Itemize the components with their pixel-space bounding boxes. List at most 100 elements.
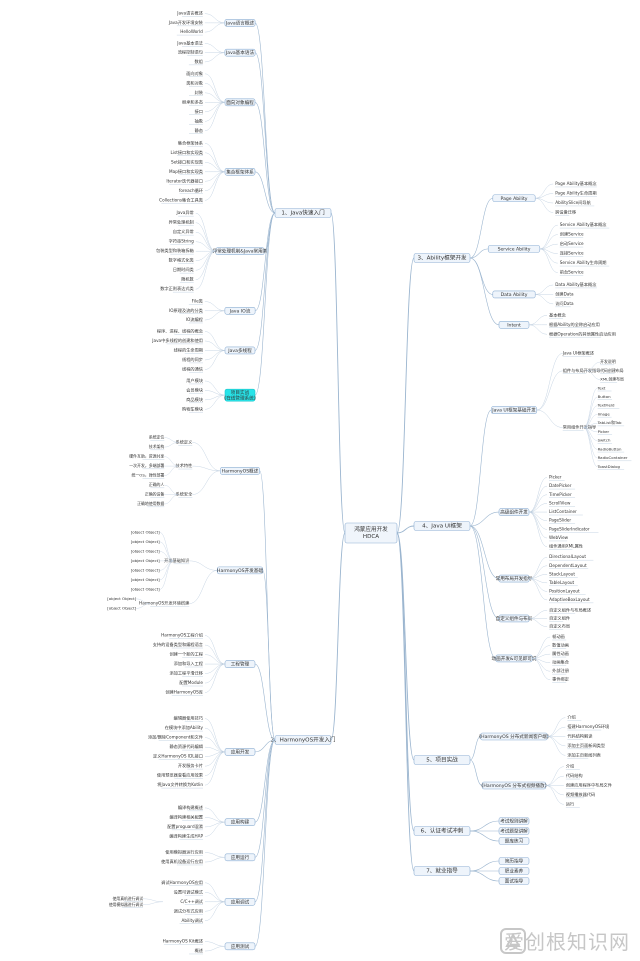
connector-line xyxy=(545,766,564,786)
connector-line xyxy=(159,560,174,581)
topic-node: 简历指导 xyxy=(505,858,524,865)
connector-line xyxy=(142,898,164,902)
leaf-label: Picker xyxy=(598,429,610,434)
topic-node: 面试指导 xyxy=(505,878,524,885)
root-node: HDCA xyxy=(363,534,379,540)
connector-line xyxy=(204,751,226,776)
connector-line xyxy=(396,257,415,534)
connector-line xyxy=(164,465,179,476)
connector-line xyxy=(159,532,174,562)
connector-line xyxy=(204,102,226,132)
connector-line xyxy=(529,557,548,579)
connector-line xyxy=(396,532,415,761)
connector-line xyxy=(204,852,226,858)
leaf-label: 数字格式化类 xyxy=(169,257,195,264)
leaf-label: 前台Service xyxy=(560,269,584,276)
leaf-label: 静态资源代码编辑 xyxy=(169,743,203,750)
connector-line xyxy=(583,422,598,428)
connector-line xyxy=(262,570,276,741)
leaf-label: RadioContainer xyxy=(598,455,628,460)
connector-line xyxy=(539,224,558,250)
leaf-label: [object Object] xyxy=(131,558,160,563)
leaf-label: StackLayout xyxy=(549,571,575,576)
topic-node-box xyxy=(498,817,530,825)
leaf-label: 编辑器使用技巧 xyxy=(174,715,203,722)
leaf-label: 配置Module xyxy=(179,680,203,686)
connector-line xyxy=(583,427,598,467)
connector-line xyxy=(536,409,563,428)
connector-line xyxy=(204,821,226,837)
leaf-label: HarmonyOS工程介绍 xyxy=(161,632,203,639)
leaf-label: 统一OS，弹性部署 xyxy=(132,473,165,478)
leaf-label: 使用预览器查看应用效果 xyxy=(157,772,204,779)
connector-line xyxy=(547,736,566,756)
connector-line xyxy=(532,645,551,659)
connector-line xyxy=(204,718,226,753)
connector-line xyxy=(532,636,551,659)
topic-node: 《HarmonyOS 分布式新闻客户端》 xyxy=(477,733,552,740)
connector-line xyxy=(142,901,164,905)
connector-line xyxy=(204,102,226,113)
connector-line xyxy=(545,785,564,805)
connector-line xyxy=(204,340,226,351)
leaf-label: 日期时间类 xyxy=(173,266,195,273)
leaf-label: PageSlider xyxy=(549,518,571,523)
connector-line xyxy=(204,43,225,53)
connector-line xyxy=(254,212,276,396)
connector-line xyxy=(528,315,548,326)
connector-line xyxy=(396,532,415,872)
branch-3: 3、Ability框架开发 xyxy=(417,254,466,262)
connector-line xyxy=(535,183,554,199)
topic-node: Java IO流 xyxy=(229,307,251,314)
leaf-label: C/C++调试 xyxy=(180,898,203,905)
connector-line xyxy=(204,644,226,665)
connector-line xyxy=(469,525,499,619)
leaf-label: 开发服务卡片 xyxy=(178,762,203,769)
connector-line xyxy=(204,102,226,122)
connector-line xyxy=(254,739,276,903)
leaf-label: 外部注册 xyxy=(552,667,569,674)
leaf-label: 硬件互助，资源共享 xyxy=(129,454,164,459)
leaf-label: 基本概念 xyxy=(549,311,567,318)
connector-line xyxy=(204,746,226,753)
leaf-label: [object Object] xyxy=(131,567,160,572)
topic-node: 《在线管理系统》 xyxy=(222,394,259,401)
leaf-label: 根据Ability的全称启动应用 xyxy=(549,321,600,328)
leaf-label: 技术架构 xyxy=(149,444,165,449)
topic-node: Java基本语法 xyxy=(225,49,254,56)
connector-line xyxy=(532,653,551,659)
leaf-label: 动画集合 xyxy=(552,659,570,666)
connector-line xyxy=(204,152,226,172)
connector-line xyxy=(204,350,226,370)
leaf-label: 正确的人 xyxy=(149,482,165,487)
leaf-label: 视频播放器代码 xyxy=(566,791,595,798)
connector-line xyxy=(204,171,226,191)
connector-line xyxy=(204,350,226,361)
leaf-label: 自定义组件与布局概述 xyxy=(549,606,592,613)
connector-line xyxy=(195,241,216,252)
leaf-label: 添加主页面新闻类型 xyxy=(567,742,605,749)
leaf-label: 随机数 xyxy=(181,276,194,283)
watermark-text: 爱创根知识网 xyxy=(504,930,630,954)
connector-line xyxy=(528,503,548,513)
connector-line xyxy=(469,197,493,259)
topic-node: 集合框架体系 xyxy=(226,168,254,175)
leaf-label: 封装 xyxy=(195,89,204,96)
connector-line xyxy=(204,171,226,201)
connector-line xyxy=(204,92,226,103)
topic-node: 应用调试 xyxy=(231,898,250,905)
connector-line xyxy=(535,294,554,305)
connector-line xyxy=(528,494,548,513)
leaf-label: 编译构建生成HAP xyxy=(169,832,203,839)
leaf-label: 运行 xyxy=(566,800,574,807)
leaf-label: 字符串String xyxy=(169,238,194,245)
leaf-label: Java基本语法 xyxy=(176,39,203,46)
leaf-label: 事件绑定 xyxy=(552,676,569,683)
topic-node: 应用开发 xyxy=(231,748,250,755)
connector-line xyxy=(204,751,226,786)
topic-node: 职业素养 xyxy=(505,868,524,875)
leaf-label: 添加主页新闻列表 xyxy=(567,751,601,758)
leaf-label: Service Ability基本概念 xyxy=(560,221,608,228)
connector-line xyxy=(204,83,226,103)
